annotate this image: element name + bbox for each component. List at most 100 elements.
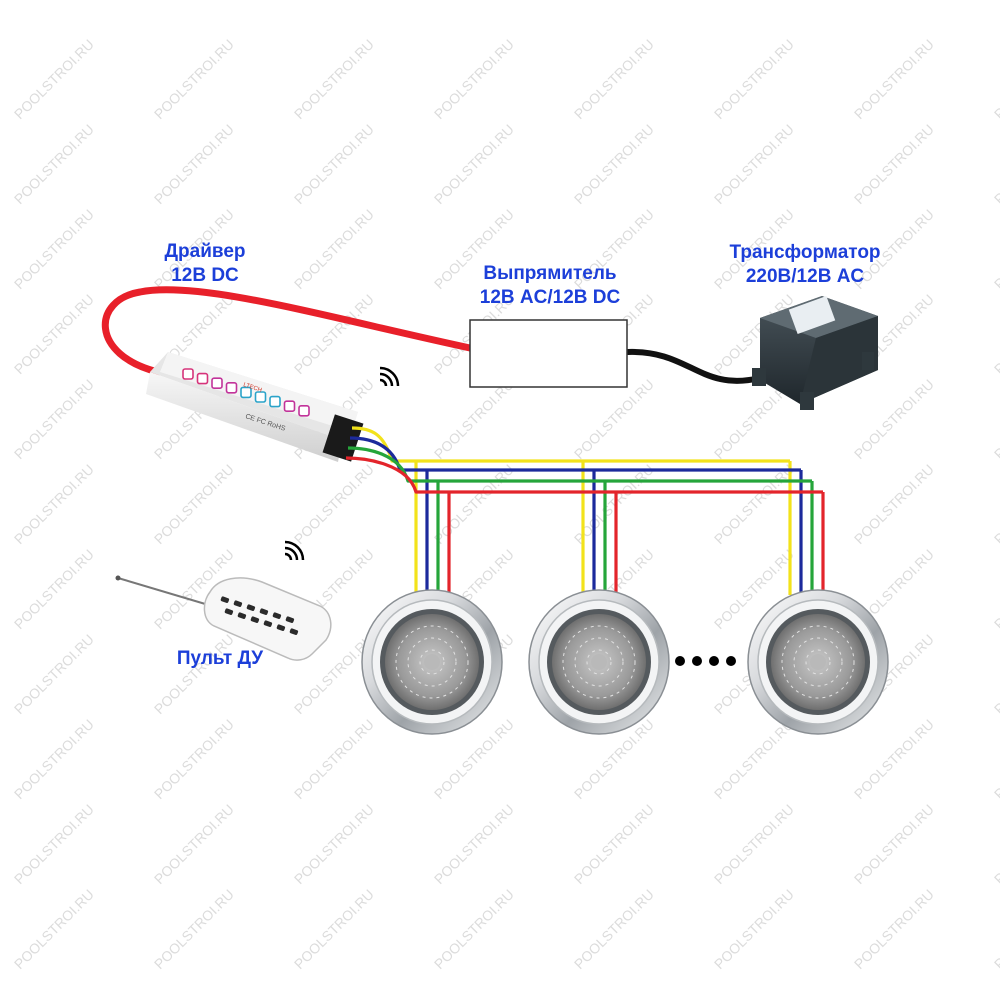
watermark-text: POOLSTROI.RU — [151, 886, 237, 972]
remote-button — [259, 608, 269, 616]
watermark-text: POOLSTROI.RU — [851, 461, 937, 547]
watermark-text: POOLSTROI.RU — [151, 36, 237, 122]
watermark-text: POOLSTROI.RU — [11, 716, 97, 802]
svg-text:LTECH: LTECH — [242, 382, 262, 394]
watermark-text: POOLSTROI.RU — [851, 36, 937, 122]
watermark-text: POOLSTROI.RU — [11, 291, 97, 377]
pool-lamp — [747, 589, 889, 735]
driver-button — [211, 377, 223, 390]
led-driver-device: LTECH CE FC RoHS — [146, 352, 364, 462]
watermark-text: POOLSTROI.RU — [711, 886, 797, 972]
watermark-text: POOLSTROI.RU — [991, 461, 1000, 547]
driver-label: Драйвер 12В DC — [164, 241, 246, 286]
watermark-text: POOLSTROI.RU — [991, 716, 1000, 802]
watermark-text: POOLSTROI.RU — [291, 121, 377, 207]
watermark-text: POOLSTROI.RU — [711, 461, 797, 547]
watermark-text: POOLSTROI.RU — [431, 886, 517, 972]
driver-button — [283, 400, 296, 413]
driver-button — [196, 372, 209, 385]
watermark-text: POOLSTROI.RU — [291, 716, 377, 802]
watermark-text: POOLSTROI.RU — [991, 886, 1000, 972]
watermark-text: POOLSTROI.RU — [711, 801, 797, 887]
watermark-text: POOLSTROI.RU — [571, 376, 657, 462]
driver-button — [240, 386, 252, 399]
watermark-text: POOLSTROI.RU — [711, 121, 797, 207]
remote-button — [263, 620, 273, 628]
watermark-text: POOLSTROI.RU — [11, 36, 97, 122]
ellipsis-dots — [675, 656, 736, 666]
remote-label: Пульт ДУ — [176, 648, 264, 669]
watermark-text: POOLSTROI.RU — [11, 546, 97, 632]
remote-button — [233, 600, 243, 608]
watermark-text: POOLSTROI.RU — [571, 36, 657, 122]
watermark-text: POOLSTROI.RU — [151, 631, 237, 717]
driver-button — [225, 381, 238, 394]
watermark-text: POOLSTROI.RU — [991, 801, 1000, 887]
watermark-text: POOLSTROI.RU — [991, 546, 1000, 632]
watermark-text: POOLSTROI.RU — [291, 206, 377, 292]
watermark-text: POOLSTROI.RU — [571, 886, 657, 972]
watermark-text: POOLSTROI.RU — [711, 36, 797, 122]
watermark-text: POOLSTROI.RU — [151, 461, 237, 547]
watermark-text: POOLSTROI.RU — [991, 376, 1000, 462]
watermark-text: POOLSTROI.RU — [151, 801, 237, 887]
watermark-text: POOLSTROI.RU — [991, 206, 1000, 292]
watermark-text: POOLSTROI.RU — [291, 36, 377, 122]
pool-lamps — [361, 589, 889, 735]
remote-button — [272, 612, 282, 620]
watermark-text: POOLSTROI.RU — [991, 291, 1000, 377]
rectifier-box — [469, 319, 628, 388]
watermark-text: POOLSTROI.RU — [431, 461, 517, 547]
watermark-text: POOLSTROI.RU — [851, 716, 937, 802]
watermark-text: POOLSTROI.RU — [431, 36, 517, 122]
transformer-device — [752, 295, 878, 410]
watermark-text: POOLSTROI.RU — [571, 801, 657, 887]
remote-button — [289, 628, 299, 636]
pool-lamp — [528, 589, 670, 735]
remote-button — [285, 616, 295, 624]
watermark-text: POOLSTROI.RU — [991, 631, 1000, 717]
watermark-text: POOLSTROI.RU — [11, 376, 97, 462]
watermark-text: POOLSTROI.RU — [291, 291, 377, 377]
remote-button — [237, 612, 247, 620]
transformer-label: Трансформатор 220В/12В AC — [729, 242, 881, 287]
watermark-text: POOLSTROI.RU — [851, 886, 937, 972]
watermark-text: POOLSTROI.RU — [291, 801, 377, 887]
watermark-text: POOLSTROI.RU — [711, 716, 797, 802]
watermark-text: POOLSTROI.RU — [991, 121, 1000, 207]
power-cable-red — [102, 286, 474, 376]
watermark-text: POOLSTROI.RU — [851, 121, 937, 207]
rectifier-label: Выпрямитель 12В AC/12В DC — [479, 263, 621, 308]
bus-wire — [347, 446, 812, 483]
remote-button — [220, 596, 230, 604]
watermark-text: POOLSTROI.RU — [431, 801, 517, 887]
watermark-text: POOLSTROI.RU — [571, 121, 657, 207]
watermark-text: POOLSTROI.RU — [991, 36, 1000, 122]
watermark-text: POOLSTROI.RU — [291, 886, 377, 972]
watermark-text: POOLSTROI.RU — [851, 801, 937, 887]
remote-control — [115, 575, 332, 661]
bus-wire — [345, 456, 823, 494]
watermark-text: POOLSTROI.RU — [11, 631, 97, 717]
watermark-text: POOLSTROI.RU — [431, 121, 517, 207]
rgb-bus-wiring — [345, 426, 825, 595]
watermark-text: POOLSTROI.RU — [431, 376, 517, 462]
watermark-text: POOLSTROI.RU — [11, 801, 97, 887]
watermark-text: POOLSTROI.RU — [11, 461, 97, 547]
watermark-text: POOLSTROI.RU — [851, 376, 937, 462]
watermark-text: POOLSTROI.RU — [11, 206, 97, 292]
power-cable-black — [625, 348, 763, 384]
pool-lamp — [361, 589, 503, 735]
remote-button — [224, 608, 234, 616]
wireless-signal-icon — [284, 540, 305, 561]
wireless-signal-icon — [379, 366, 400, 387]
watermark-text: POOLSTROI.RU — [11, 886, 97, 972]
watermark-text: POOLSTROI.RU — [11, 121, 97, 207]
remote-button — [250, 616, 260, 624]
watermark-text: POOLSTROI.RU — [151, 121, 237, 207]
driver-button — [298, 404, 310, 417]
driver-button — [254, 391, 267, 403]
watermark-text: POOLSTROI.RU — [151, 716, 237, 802]
